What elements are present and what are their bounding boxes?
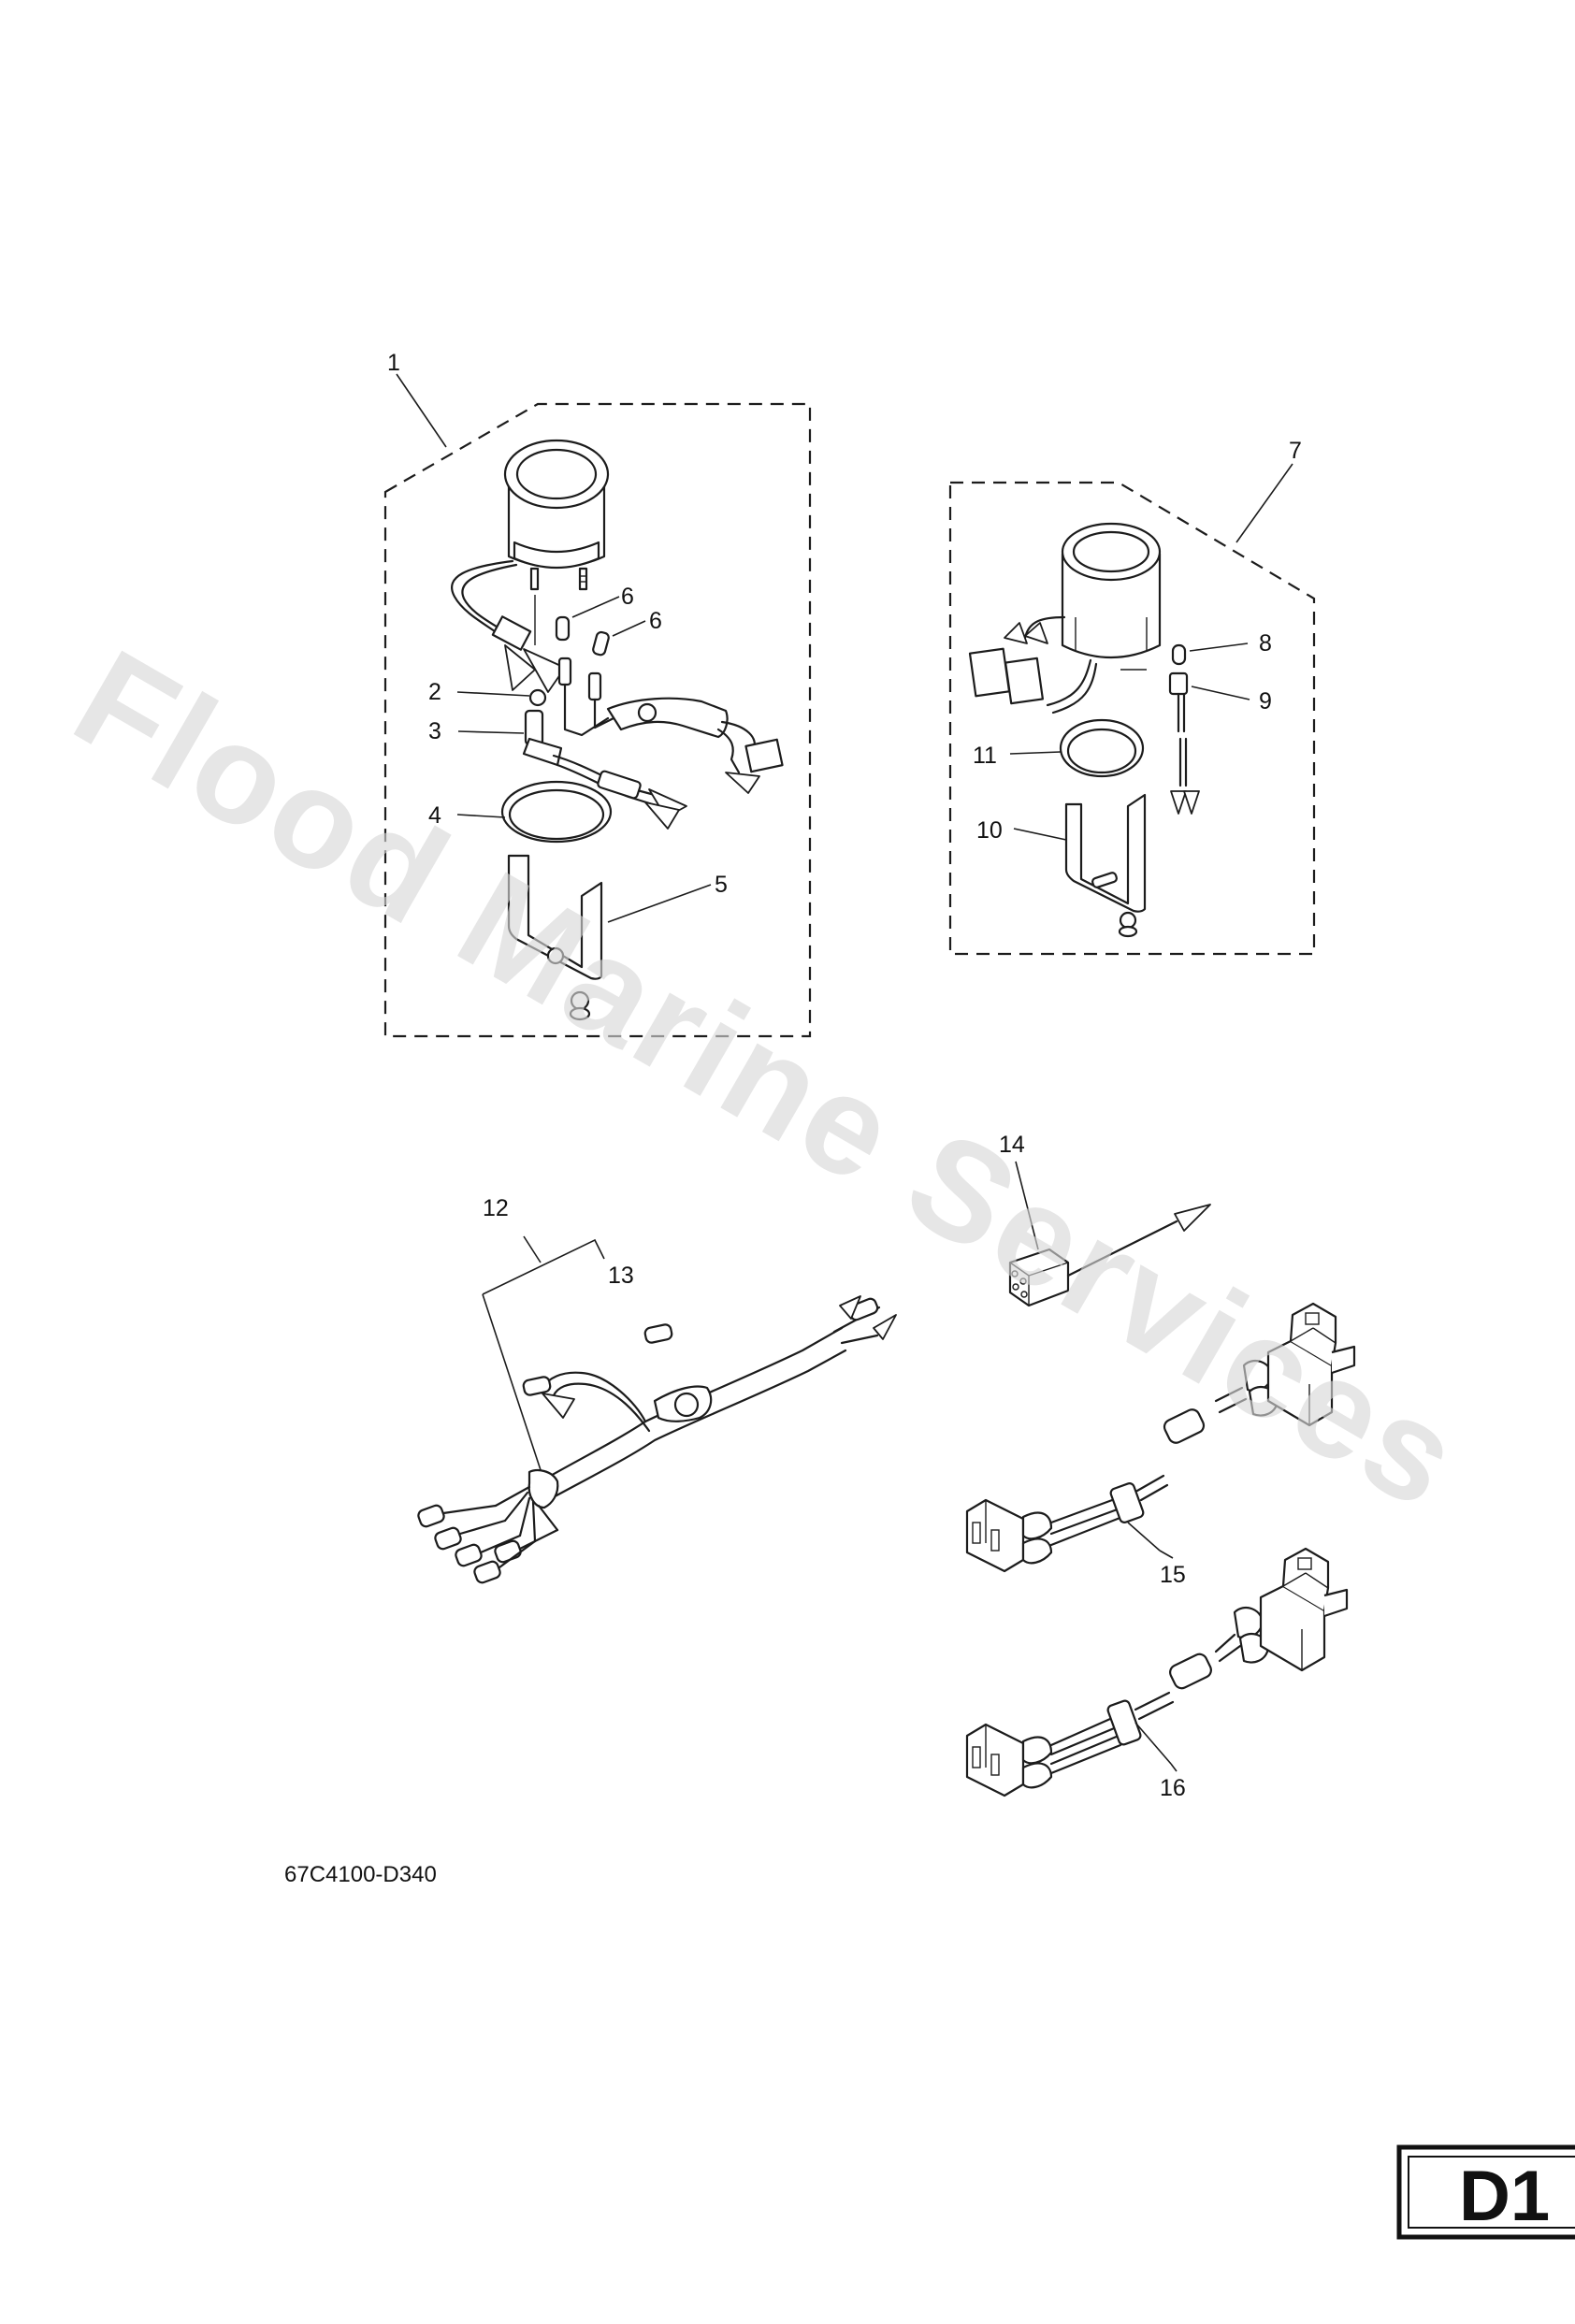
lamp-socket-9 xyxy=(1168,671,1200,815)
fuse-13 xyxy=(643,1323,673,1344)
assembly-7-boundary xyxy=(948,481,1316,956)
callout-5: 5 xyxy=(715,872,728,898)
callout-14: 14 xyxy=(999,1132,1025,1158)
callout-6a: 6 xyxy=(621,584,634,610)
assembly-1-gauge-kit xyxy=(383,373,812,1038)
page-badge: D1 xyxy=(1396,2144,1575,2240)
bulb-2 xyxy=(528,688,547,707)
wire-harness-12 xyxy=(417,1235,897,1584)
callout-8: 8 xyxy=(1259,630,1272,657)
adapter-lead-15 xyxy=(965,1302,1356,1573)
gauge-meter-1 xyxy=(451,439,610,693)
callout-11: 11 xyxy=(973,743,997,769)
assembly-1-boundary xyxy=(383,402,812,1038)
callout-6b: 6 xyxy=(649,608,662,634)
gasket-ring-4 xyxy=(500,780,613,844)
callout-2: 2 xyxy=(428,679,441,705)
callout-9: 9 xyxy=(1259,688,1272,715)
adapter-lead-16 xyxy=(965,1547,1349,1797)
gauge-meter-7 xyxy=(968,522,1162,715)
cap-6a xyxy=(555,615,571,642)
mounting-bracket-10 xyxy=(1064,793,1147,938)
page-badge-label: D1 xyxy=(1459,2157,1550,2236)
callout-16: 16 xyxy=(1160,1775,1186,1801)
connector-14 xyxy=(1008,1161,1211,1307)
callout-1: 1 xyxy=(387,350,400,376)
callout-3: 3 xyxy=(428,718,441,744)
callout-labels: 1 2 3 4 5 6 6 7 8 9 10 11 12 13 14 15 16 xyxy=(387,350,1302,1801)
assembly-7-gauge-kit xyxy=(948,463,1316,956)
callout-4: 4 xyxy=(428,802,441,829)
callout-13: 13 xyxy=(608,1263,634,1289)
mounting-bracket-5 xyxy=(507,854,603,1021)
callout-7: 7 xyxy=(1289,438,1302,464)
callout-12: 12 xyxy=(483,1195,509,1221)
callout-15: 15 xyxy=(1160,1562,1186,1588)
bulb-8 xyxy=(1171,643,1187,666)
callout-10: 10 xyxy=(976,817,1003,844)
gasket-ring-11 xyxy=(1059,718,1145,778)
cap-6b xyxy=(592,630,610,657)
drawing-code: 67C4100-D340 xyxy=(284,1862,437,1887)
lamp-socket-3 xyxy=(522,709,687,830)
